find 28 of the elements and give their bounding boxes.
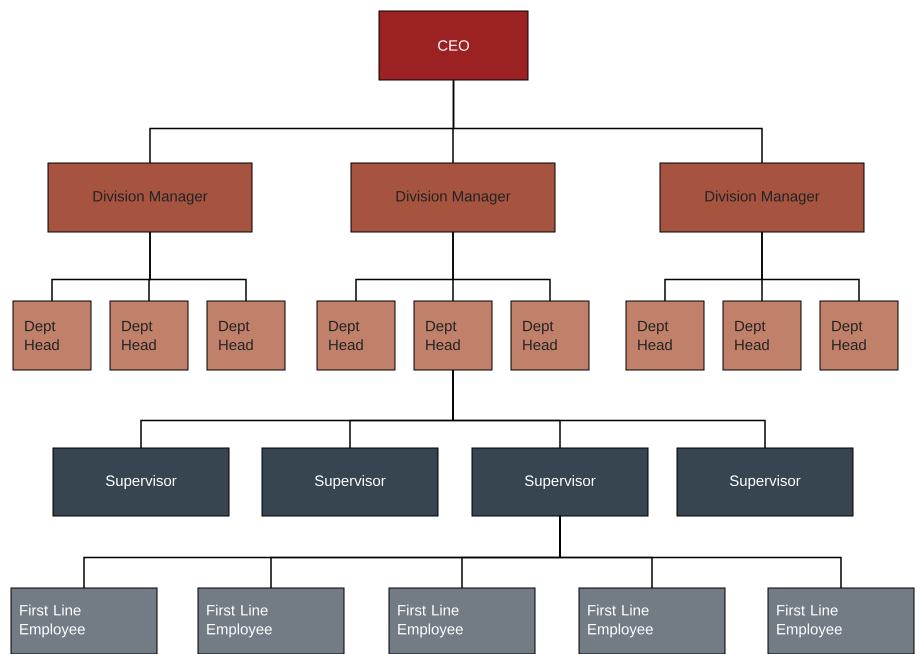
dept-head-box: Dept Head: [414, 300, 492, 370]
dept-head-box: Dept Head: [626, 300, 704, 370]
supervisor-box: Supervisor: [262, 448, 438, 516]
connector-line: [761, 232, 860, 300]
manager-box: Division Manager: [660, 162, 864, 232]
connector-line: [452, 370, 766, 448]
supervisor-box: Supervisor: [676, 448, 854, 516]
employee-box: First Line Employee: [10, 588, 158, 654]
employee-box: First Line Employee: [768, 588, 914, 654]
manager-box: Division Manager: [48, 162, 252, 232]
employee-box: First Line Employee: [198, 588, 344, 654]
dept-head-box: Dept Head: [820, 300, 898, 370]
ceo-box: CEO: [378, 10, 528, 80]
dept-head-box: Dept Head: [722, 300, 802, 370]
connector-line: [452, 232, 551, 300]
dept-head-box: Dept Head: [316, 300, 396, 370]
employee-box: First Line Employee: [388, 588, 536, 654]
dept-head-box: Dept Head: [110, 300, 188, 370]
employee-box: First Line Employee: [578, 588, 726, 654]
connector-line: [452, 80, 763, 162]
manager-box: Division Manager: [350, 162, 556, 232]
connector-line: [149, 232, 247, 300]
supervisor-box: Supervisor: [472, 448, 648, 516]
connector-line: [559, 516, 842, 588]
dept-head-box: Dept Head: [510, 300, 590, 370]
dept-head-box: Dept Head: [206, 300, 286, 370]
supervisor-box: Supervisor: [52, 448, 230, 516]
dept-head-box: Dept Head: [12, 300, 92, 370]
